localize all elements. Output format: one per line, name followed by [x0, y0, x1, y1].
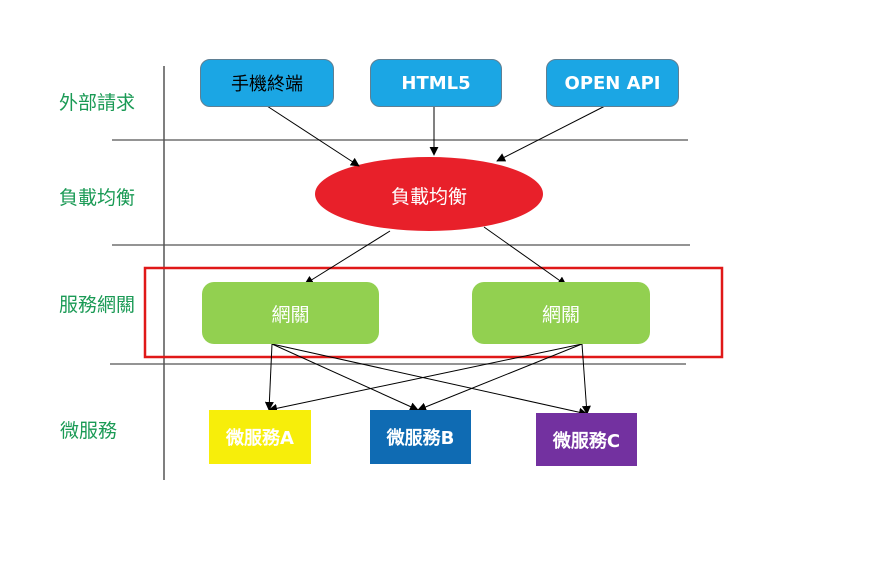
arrow-lb-to-gateway-2 [483, 226, 567, 286]
service-a-label: 微服務A [226, 428, 294, 449]
arrow-gw1-to-service-a [264, 343, 274, 411]
load-balancer-node [315, 157, 543, 231]
client-html5-node: HTML5 [370, 59, 502, 107]
service-c-label: 微服務C [552, 430, 621, 452]
client-open-api-node: OPEN API [546, 59, 679, 107]
arrow-openapi-to-lb [496, 105, 606, 162]
load-balancer-label: 負載均衡 [390, 185, 467, 208]
service-b-label: 微服務B [386, 428, 455, 449]
service-b-node: 微服務B [370, 410, 471, 464]
gateway-node-1: 網關 [202, 282, 379, 344]
arrow-gw2-to-service-b [417, 343, 583, 412]
client-mobile-node: 手機終端 [200, 59, 334, 107]
service-a-node: 微服務A [209, 410, 311, 464]
layer-label-external: 外部請求 [59, 92, 136, 114]
arrow-gw2-to-service-c [581, 343, 591, 415]
arrow-gw1-to-service-c [271, 343, 588, 417]
arrow-gw2-to-service-a [268, 343, 583, 413]
client-html5-label: HTML5 [401, 72, 471, 94]
gateway-label-1: 網關 [271, 303, 310, 326]
client-open-api-label: OPEN API [564, 72, 661, 94]
arrow-gw1-to-service-b [271, 343, 419, 411]
arrow-mobile-to-lb [266, 105, 360, 167]
layer-label-load-balance: 負載均衡 [59, 187, 136, 209]
gateway-highlight-frame [143, 266, 724, 359]
client-mobile-label: 手機終端 [231, 74, 303, 95]
service-c-node: 微服務C [536, 413, 637, 466]
arrow-lb-to-gateway-1 [304, 230, 391, 285]
layer-label-gateway: 服務網關 [59, 294, 136, 316]
gateway-node-2: 網關 [472, 282, 650, 344]
gateway-label-2: 網關 [541, 303, 580, 326]
layer-label-services: 微服務 [60, 420, 118, 442]
